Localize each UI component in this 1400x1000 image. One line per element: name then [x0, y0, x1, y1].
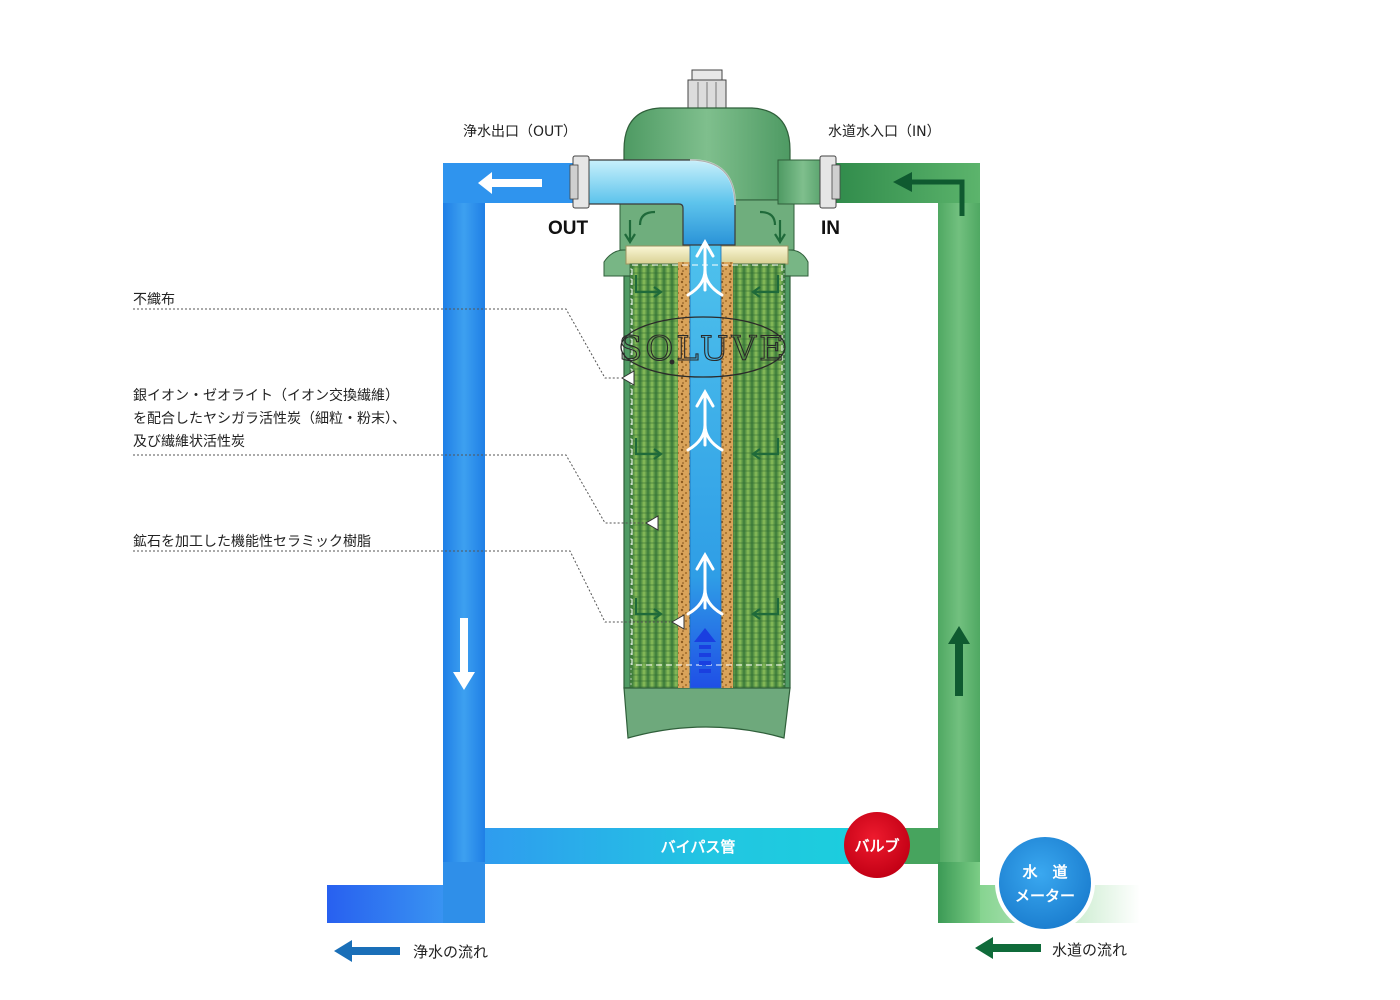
water-meter: 水 道 メーター [995, 833, 1095, 933]
inlet-coupling [777, 155, 841, 209]
tap-water-pipe [830, 163, 1140, 923]
valve: バルブ [844, 812, 910, 878]
bypass-label: バイパス管 [661, 838, 736, 856]
meter-label-line1: 水 道 [1022, 863, 1067, 881]
clean-flow-label: 浄水の流れ [413, 943, 488, 961]
filter-housing [603, 69, 809, 739]
legend-clean-flow: 浄水の流れ [334, 940, 488, 962]
clean-water-pipe [327, 163, 578, 923]
callout-carbon: 銀イオン・ゼオライト（イオン交換繊維） を配合したヤシガラ活性炭（細粒・粉末）、… [133, 387, 659, 531]
outlet-elbow [569, 155, 736, 246]
carbon-label-line1: 銀イオン・ゼオライト（イオン交換繊維） [133, 387, 399, 404]
inlet-label: 水道水入口（IN） [828, 124, 941, 140]
in-port-label: IN [821, 218, 840, 239]
ceramic-label: 鉱石を加工した機能性セラミック樹脂 [133, 533, 371, 550]
inward-flow-arrows [624, 210, 786, 620]
core-inflow-arrow [694, 628, 716, 673]
legend-tap-flow: 水道の流れ [975, 937, 1127, 959]
meter-label-line2: メーター [1015, 887, 1075, 905]
brand-text: SOLUVE [619, 329, 787, 369]
internal-flow-arrows [686, 238, 724, 616]
nonwoven-label: 不織布 [133, 292, 175, 308]
carbon-label-line2: を配合したヤシガラ活性炭（細粒・粉末）、 [133, 411, 406, 427]
soluve-logo: SOLUVE [618, 316, 787, 378]
pipe-direction-arrows [453, 172, 970, 696]
carbon-label-line3: 及び繊維状活性炭 [133, 434, 245, 450]
out-port-label: OUT [548, 218, 589, 239]
outlet-label: 浄水出口（OUT） [463, 124, 577, 140]
tap-flow-label: 水道の流れ [1052, 941, 1127, 959]
callout-ceramic: 鉱石を加工した機能性セラミック樹脂 [133, 533, 685, 630]
valve-label: バルブ [854, 837, 899, 855]
callout-nonwoven: 不織布 [133, 292, 635, 386]
